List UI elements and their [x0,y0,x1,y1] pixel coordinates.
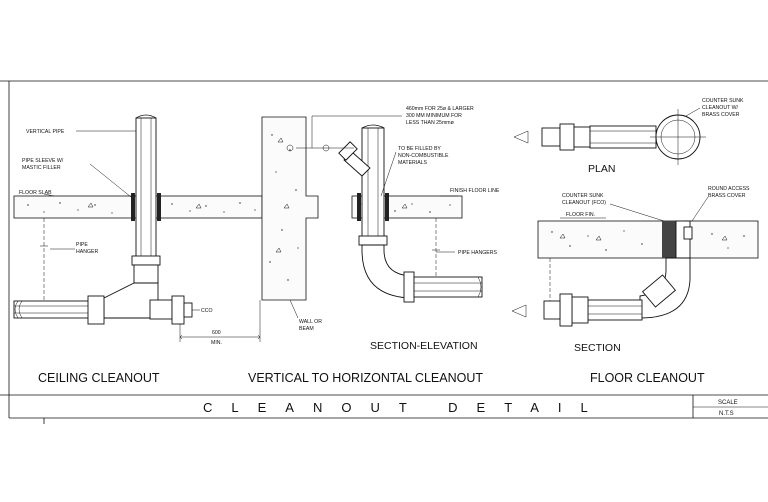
title-block: CLEANOUT DETAIL SCALE N.T.S [203,400,738,417]
flow-arrow-plan [513,130,529,144]
label-csc-3: BRASS COVER [702,112,740,118]
dimension-value: 600 [212,330,221,336]
label-floor-fin: FLOOR FIN. [566,212,595,218]
dimension-unit: MIN. [211,340,222,346]
label-csc-2: CLEANOUT W/ [702,105,738,111]
label-wall-or-beam-2: BEAM [299,326,314,332]
label-vertical-pipe: VERTICAL PIPE [26,129,65,135]
floor-cleanout-detail: PLAN COUNTER SUNK CLEANOUT W/ BRASS COVE… [511,98,759,385]
label-finish-floor-line: FINISH FLOOR LINE [450,188,500,194]
scale-label: SCALE [718,400,738,406]
note-line-1: 460mm FOR 25ø & LARGER [406,106,474,112]
vertical-to-horizontal-cleanout-detail: 460mm FOR 25ø & LARGER 300 MM MINIMUM FO… [248,106,500,385]
drawing-title: CLEANOUT DETAIL [203,400,607,415]
label-pipe-hangers: PIPE HANGERS [458,250,497,256]
vertical-pipe [135,117,157,259]
flow-arrow-section [511,304,527,318]
pipe-elbow [361,244,411,299]
label-pipe-sleeve-2: MASTIC FILLER [22,165,61,171]
label-pipe-sleeve-1: PIPE SLEEVE W/ [22,158,64,164]
ceiling-cleanout-detail: VERTICAL PIPE PIPE SLEEVE W/ MASTIC FILL… [13,114,263,385]
label-pipe-hanger-2: HANGER [76,249,98,255]
label-csc-1: COUNTER SUNK [702,98,744,104]
scale-value: N.T.S [719,411,734,417]
label-fco-2: CLEANOUT (FCO) [562,200,606,206]
label-wall-or-beam-1: WALL OR [299,319,322,325]
wall-or-beam [261,116,319,301]
label-filled-2: NON-COMBUSTIBLE [398,153,449,159]
note-line-3: LESS THAN 25mmø [406,120,455,126]
label-filled-3: MATERIALS [398,160,428,166]
label-round-access-1: ROUND ACCESS [708,186,750,192]
label-filled-1: TO BE FILLED BY [398,146,441,152]
pipe-sleeve [131,193,135,221]
label-floor-slab: FLOOR SLAB [19,190,52,196]
label-round-access-2: BRASS COVER [708,193,746,199]
sheet-frame [0,80,768,424]
label-cco: CCO [201,308,213,314]
title-vertical-to-horizontal-cleanout: VERTICAL TO HORIZONTAL CLEANOUT [248,371,483,385]
note-line-2: 300 MM MINIMUM FOR [406,113,462,119]
floor-section-slab [537,220,759,259]
subtitle-section: SECTION [574,342,621,354]
subtitle-plan: PLAN [588,163,615,175]
title-floor-cleanout: FLOOR CLEANOUT [590,371,705,385]
subtitle-section-elevation: SECTION-ELEVATION [370,340,478,352]
label-pipe-hanger-1: PIPE [76,242,88,248]
label-fco-1: COUNTER SUNK [562,193,604,199]
counter-sunk-cleanout [662,221,676,258]
title-ceiling-cleanout: CEILING CLEANOUT [38,371,160,385]
